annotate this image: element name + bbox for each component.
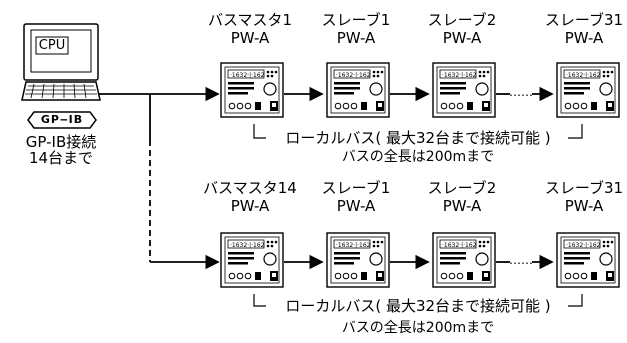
svg-text:·1632·|·162: ·1632·|·162 [336,242,371,249]
power-supply-icon: ·1632·|·162 [220,232,284,288]
svg-text:·1632·|·162: ·1632·|·162 [442,242,477,249]
power-supply-icon: ·1632·|·162 [556,232,620,288]
ellipsis-dots: …… [509,253,533,267]
connection-limit-label: 14台まで [28,149,94,167]
unit-model-label: PW-A [336,197,376,215]
gpib-badge-label: GP‒IB [40,113,84,126]
svg-text:·1632·|·162: ·1632·|·162 [442,72,477,79]
unit-name-label: バスマスタ1 [207,11,293,29]
unit-model-label: PW-A [564,197,604,215]
bus-length-note: バスの全長は200mまで [341,320,495,336]
unit-name-label: スレーブ2 [427,179,497,197]
power-supply-icon: ·1632·|·162 [432,232,496,288]
unit-name-label: スレーブ2 [427,11,497,29]
cpu-label: CPU [38,38,66,53]
computer-icon [21,23,101,101]
unit-name-label: バスマスタ14 [203,179,297,197]
unit-name-label: スレーブ1 [321,179,391,197]
ellipsis-dots: …… [509,85,533,99]
local-bus-caption: ローカルバス( 最大32台まで接続可能 ) [285,297,551,315]
unit-name-label: スレーブ31 [544,179,624,197]
bus-length-note: バスの全長は200mまで [341,149,495,165]
svg-text:·1632·|·162: ·1632·|·162 [566,72,601,79]
unit-name-label: スレーブ1 [321,11,391,29]
unit-model-label: PW-A [564,29,604,47]
unit-model-label: PW-A [442,197,482,215]
svg-text:·1632·|·162: ·1632·|·162 [230,72,265,79]
power-supply-icon: ·1632·|·162 [556,62,620,118]
svg-text:·1632·|·162: ·1632·|·162 [230,242,265,249]
power-supply-icon: ·1632·|·162 [326,62,390,118]
unit-model-label: PW-A [336,29,376,47]
unit-name-label: スレーブ31 [544,11,624,29]
svg-text:·1632·|·162: ·1632·|·162 [336,72,371,79]
connection-type-label: GP-IB接続 [25,133,97,151]
unit-model-label: PW-A [230,29,270,47]
power-supply-icon: ·1632·|·162 [220,62,284,118]
local-bus-caption: ローカルバス( 最大32台まで接続可能 ) [285,129,551,147]
power-supply-icon: ·1632·|·162 [432,62,496,118]
unit-model-label: PW-A [230,197,270,215]
power-supply-icon: ·1632·|·162 [326,232,390,288]
gpib-badge-icon [27,111,97,129]
unit-model-label: PW-A [442,29,482,47]
svg-text:·1632·|·162: ·1632·|·162 [566,242,601,249]
